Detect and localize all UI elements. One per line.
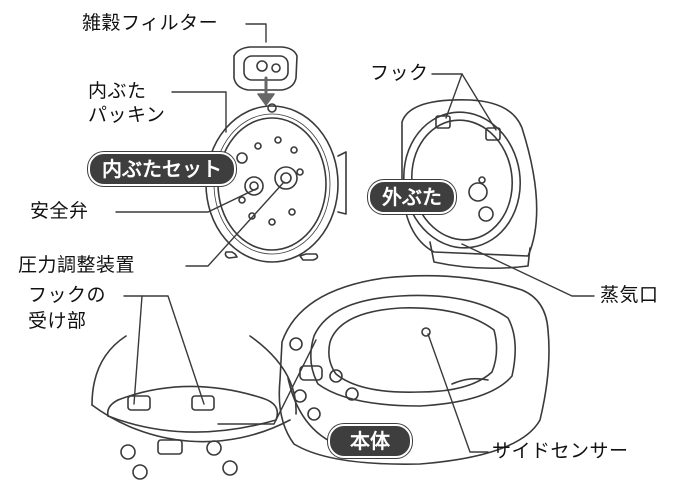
inner-lid-set-badge: 内ぶたセット [88, 152, 236, 186]
inner-lid-label-line1: 内ぶた [88, 80, 147, 102]
inner-lid-part [205, 103, 347, 263]
grain-filter-label: 雑穀フィルター [82, 12, 219, 34]
pressure-device-label: 圧力調整装置 [18, 254, 136, 276]
hook-receiver-label-line2: 受け部 [28, 310, 87, 332]
hook-receiver-inset [91, 335, 297, 480]
hook-receiver-label-line1: フックの [28, 284, 107, 306]
down-arrow-icon [257, 76, 275, 106]
steam-port-label: 蒸気口 [600, 284, 659, 306]
leader-lines [115, 23, 595, 453]
inner-lid-label-line2: パッキン [88, 104, 166, 126]
safety-valve-label: 安全弁 [30, 200, 89, 222]
hook-label: フック [370, 62, 429, 84]
side-sensor-label: サイドセンサー [492, 440, 629, 462]
outer-lid-badge: 外ぶた [368, 180, 456, 214]
cooker-body-part [278, 274, 550, 465]
body-badge: 本体 [328, 424, 412, 458]
